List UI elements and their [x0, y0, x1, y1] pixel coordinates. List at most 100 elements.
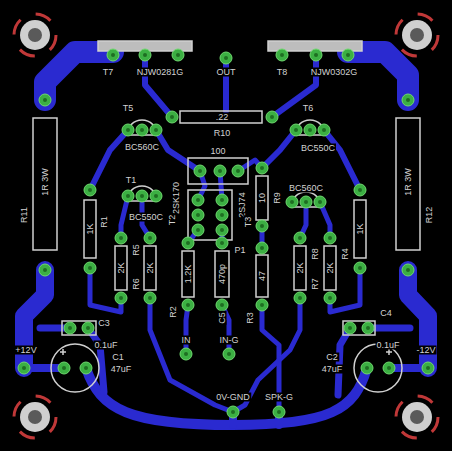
pad-copper: [180, 348, 192, 360]
signal-trace: [145, 55, 172, 117]
pad-copper: [166, 111, 178, 123]
pad-copper: [64, 322, 76, 334]
pad: [107, 49, 119, 61]
part-label: 2K: [146, 261, 155, 274]
part-label: IN: [181, 336, 192, 345]
signal-trace: [156, 130, 200, 171]
pad-copper: [192, 194, 204, 206]
pad: [180, 348, 192, 360]
pad-drill: [220, 228, 224, 232]
pad-drill: [148, 236, 152, 240]
signal-trace: [262, 130, 296, 168]
dual-fet-outline: [188, 190, 232, 240]
pad: [256, 299, 268, 311]
part-label: 0.1uF: [375, 341, 400, 350]
pad: [318, 124, 330, 136]
pad-copper: [232, 165, 244, 177]
pad-copper: [39, 94, 51, 106]
pad: [192, 194, 204, 206]
pad-drill: [196, 213, 200, 217]
pad: [276, 49, 288, 61]
pad: [256, 242, 268, 254]
part-label: 2SK170: [172, 181, 181, 215]
pad-copper: [256, 162, 268, 174]
pad-copper: [294, 292, 306, 304]
pad-copper: [139, 49, 151, 61]
pad-copper: [150, 190, 162, 202]
pad-copper: [122, 190, 134, 202]
pad: [122, 190, 134, 202]
signal-trace: [186, 305, 188, 354]
pad-copper: [273, 406, 285, 418]
pad: [216, 194, 228, 206]
resistor-symbol: [144, 246, 156, 290]
pad: [324, 232, 336, 244]
electrolytic-capacitor: [51, 344, 99, 392]
pad-drill: [170, 115, 174, 119]
pad: [182, 237, 194, 249]
part-label: T7: [102, 68, 115, 77]
part-label: T2: [168, 214, 177, 227]
part-label: T5: [122, 104, 135, 113]
pad-drill: [358, 188, 362, 192]
part-label: 1.2K: [184, 264, 193, 285]
part-label: R5: [132, 243, 141, 257]
pad: [310, 49, 322, 61]
resistor-symbol: [354, 200, 366, 258]
resistor-symbol: [256, 176, 268, 220]
part-label: 1K: [356, 222, 365, 235]
part-label: R6: [132, 277, 141, 291]
pad: [361, 362, 373, 374]
pad-drill: [148, 296, 152, 300]
part-label: 47uF: [321, 365, 344, 374]
pad: [39, 94, 51, 106]
part-label: P1: [233, 246, 246, 255]
part-label: R12: [425, 206, 434, 225]
pad-copper: [344, 322, 356, 334]
pad-drill: [358, 266, 362, 270]
pad-copper: [402, 94, 414, 106]
pad-copper: [39, 264, 51, 276]
part-label: -12V: [415, 346, 436, 355]
pad: [324, 292, 336, 304]
pad: [84, 262, 96, 274]
part-label: 0V-GND: [215, 393, 251, 402]
pad-drill: [43, 268, 47, 272]
pad-copper: [214, 165, 226, 177]
mounting-hole: [396, 14, 438, 56]
pad: [58, 362, 70, 374]
pad-copper: [80, 362, 92, 374]
pad-drill: [406, 268, 410, 272]
pad-copper: [314, 196, 326, 208]
part-label: C1: [111, 353, 125, 362]
part-label: 100: [209, 147, 226, 156]
pad-drill: [196, 198, 200, 202]
part-label: BC560C: [124, 143, 160, 152]
resistor-symbol: [84, 200, 96, 258]
pad-copper: [286, 196, 298, 208]
pad-drill: [290, 200, 294, 204]
pad: [166, 111, 178, 123]
keepout-ring: [14, 14, 56, 56]
signal-trace: [324, 130, 360, 190]
pad-drill: [346, 53, 350, 57]
pad: [39, 264, 51, 276]
part-label: 1K: [86, 222, 95, 235]
pad-drill: [224, 56, 228, 60]
pad-drill: [126, 194, 130, 198]
pad: [294, 292, 306, 304]
pad-copper: [290, 124, 302, 136]
pad-copper: [294, 232, 306, 244]
pad: [354, 262, 366, 274]
copper-traces: [24, 52, 428, 425]
pad: [136, 124, 148, 136]
mounting-hole: [14, 14, 56, 56]
pad-drill: [365, 366, 369, 370]
pad-copper: [192, 224, 204, 236]
part-label: T3: [244, 216, 253, 229]
part-label: BC550C: [128, 213, 164, 222]
pad-drill: [186, 241, 190, 245]
pad: [422, 362, 434, 374]
pad-drill: [231, 410, 235, 414]
pad: [150, 190, 162, 202]
